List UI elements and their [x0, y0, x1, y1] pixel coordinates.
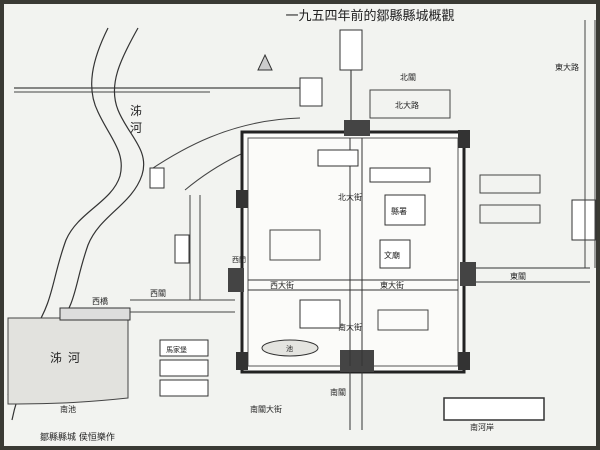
map-title: 一九五四年前的鄒縣縣城概觀 — [285, 8, 454, 24]
west-bridge — [59, 307, 131, 321]
map-credit: 鄒縣縣城 侯恒樂作 — [40, 431, 115, 443]
west-building-2 — [174, 234, 190, 264]
east-street-label: 東大街 — [380, 280, 404, 290]
nw-tower — [236, 190, 248, 208]
west-gate — [228, 268, 244, 292]
county-office — [384, 194, 426, 226]
west-street-label: 西大街 — [270, 280, 294, 290]
inner-block-1 — [317, 149, 359, 167]
sw-tower — [236, 352, 248, 370]
temple-label: 文廟 — [384, 250, 400, 260]
west-approach-road — [130, 299, 235, 313]
north-road-label: 北大路 — [395, 100, 419, 110]
north-south-main-street — [349, 138, 363, 366]
inner-block-2 — [369, 167, 431, 183]
se-tower — [458, 352, 470, 370]
west-pass-label: 西關 — [150, 289, 166, 298]
north-suburb-block — [369, 89, 451, 119]
west-gate-label: 西門 — [232, 256, 246, 264]
west-building-1 — [149, 167, 165, 189]
pond-label: 池 — [286, 344, 293, 353]
inner-block-5 — [377, 309, 429, 331]
south-approach-road — [349, 372, 363, 430]
east-pass-label: 東關 — [510, 271, 526, 281]
east-block-2 — [479, 204, 541, 224]
pond — [261, 339, 319, 357]
river-char-1: 泲 — [130, 104, 142, 118]
north-pass-label: 北關 — [400, 73, 416, 82]
city-wall — [240, 130, 466, 374]
south-gate — [340, 350, 374, 372]
south-street-road-label: 南關大街 — [250, 404, 282, 414]
river-char-4: 河 — [68, 351, 80, 365]
south-river-bank-block — [443, 397, 545, 421]
south-pond-label: 南池 — [60, 404, 76, 414]
east-approach-road — [476, 267, 590, 283]
inner-block-3 — [269, 229, 321, 261]
west-bridge-label: 西橋 — [92, 296, 108, 306]
south-street-label: 南大街 — [338, 322, 362, 332]
temple-block — [379, 239, 411, 269]
north-building-1 — [299, 77, 323, 107]
south-west-block-2 — [159, 359, 209, 377]
county-office-label: 縣署 — [391, 206, 407, 216]
ne-tower — [458, 130, 470, 148]
river-char-2: 河 — [130, 121, 142, 135]
east-gate — [460, 262, 476, 286]
hill-icon — [257, 53, 273, 71]
south-pond — [7, 317, 129, 405]
north-west-road — [149, 117, 301, 171]
east-building — [571, 199, 597, 241]
north-gate — [344, 120, 370, 136]
south-west-block-3 — [159, 379, 209, 397]
east-block-1 — [479, 174, 541, 194]
east-road-label: 東大路 — [555, 62, 579, 72]
north-street-label: 北大街 — [338, 192, 362, 202]
east-road — [584, 20, 596, 268]
east-west-main-street — [248, 279, 458, 291]
south-west-block-1 — [159, 339, 209, 357]
inner-block-4 — [299, 299, 341, 329]
river-char-3: 泲 — [50, 351, 62, 365]
north-temple — [339, 29, 363, 71]
south-river-bank-label: 南河岸 — [470, 422, 494, 432]
south-pass-label: 南關 — [330, 387, 346, 397]
label-majiabao: 馬家堡 — [166, 345, 187, 354]
